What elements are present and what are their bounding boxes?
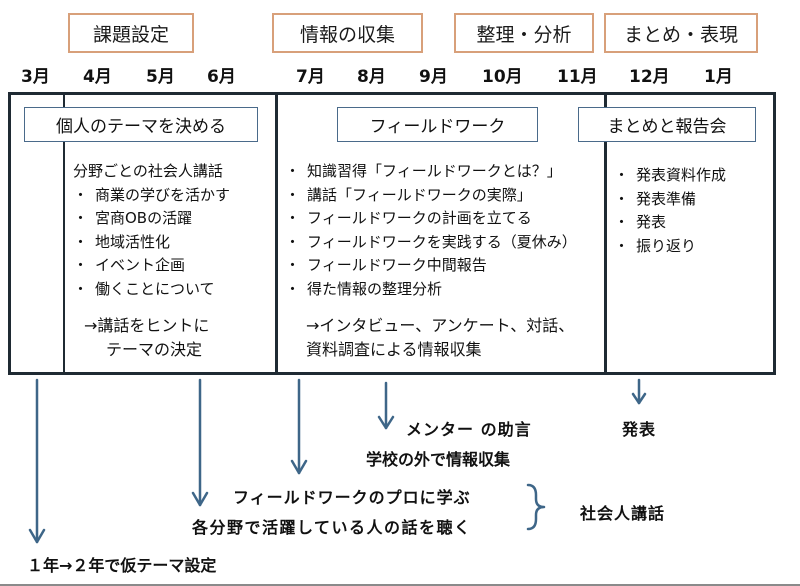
month-label: 1月 bbox=[704, 67, 733, 87]
arrow-down-icon bbox=[377, 381, 395, 430]
frame-top-right bbox=[605, 92, 775, 95]
arrow-down-icon bbox=[191, 378, 209, 507]
month-label: 11月 bbox=[557, 67, 598, 87]
fieldwork-note-line: 資料調査による情報収集 bbox=[306, 340, 482, 359]
list-item: ・講話「フィールドワークの実際」 bbox=[285, 185, 532, 204]
list-item: ・働くことについて bbox=[73, 279, 215, 298]
month-label: 8月 bbox=[357, 67, 386, 87]
month-label: 3月 bbox=[21, 67, 50, 87]
phase-label: 課題設定 bbox=[92, 23, 169, 46]
fieldwork-column-content: ・知識習得「フィールドワークとは？」 ・講話「フィールドワークの実際」 ・フィー… bbox=[285, 160, 577, 301]
mentor-advice-label: メンター の助言 bbox=[406, 420, 532, 439]
list-item: ・発表資料作成 bbox=[614, 166, 727, 184]
list-item: ・フィールドワークの計画を立てる bbox=[285, 209, 532, 227]
fieldwork-note: →インタビュー、アンケート、対話、 資料調査による情報収集 bbox=[306, 314, 574, 362]
provisional-theme-label: １年→２年で仮テーマ設定 bbox=[27, 556, 217, 575]
list-item: ・フィールドワーク中間報告 bbox=[285, 256, 487, 274]
list-item: ・商業の学びを活かす bbox=[73, 185, 231, 204]
frame-left bbox=[8, 92, 11, 375]
phase-label: まとめ・表現 bbox=[623, 23, 738, 46]
list-item: ・発表準備 bbox=[614, 189, 697, 208]
outside-school-label: 学校の外で情報収集 bbox=[366, 450, 511, 469]
month-label: 6月 bbox=[207, 67, 236, 87]
title-label: 個人のテーマを決める bbox=[56, 117, 226, 137]
list-item: ・振り返り bbox=[614, 236, 697, 255]
divider-june-july bbox=[275, 92, 278, 375]
frame-bottom bbox=[8, 372, 775, 375]
title-box-fieldwork: フィールドワーク bbox=[337, 107, 538, 142]
frame-right bbox=[773, 92, 776, 375]
title-label: フィールドワーク bbox=[369, 117, 506, 137]
phase-label: 情報の収集 bbox=[299, 23, 395, 46]
theme-note-line: →講話をヒントに bbox=[84, 316, 210, 335]
list-item: ・発表 bbox=[614, 213, 667, 231]
phase-box-organize-analyze: 整理・分析 bbox=[454, 13, 594, 53]
list-item: ・地域活性化 bbox=[73, 232, 171, 251]
presentation-label: 発表 bbox=[622, 420, 657, 439]
list-item: ・得た情報の整理分析 bbox=[285, 279, 443, 298]
list-item: ・フィールドワークを実践する（夏休み） bbox=[285, 232, 577, 251]
month-label: 10月 bbox=[482, 67, 523, 87]
month-label: 4月 bbox=[83, 67, 112, 87]
month-label: 12月 bbox=[629, 67, 670, 87]
theme-heading: 分野ごとの社会人講話 bbox=[73, 162, 223, 180]
arrow-down-icon bbox=[290, 378, 308, 475]
theme-note: →講話をヒントに テーマの決定 bbox=[84, 314, 209, 362]
curly-brace-icon bbox=[526, 483, 546, 531]
divider-march-april bbox=[63, 92, 65, 375]
learn-from-pros-label: フィールドワークのプロに学ぶ bbox=[233, 488, 471, 507]
phase-box-summary-expression: まとめ・表現 bbox=[604, 13, 758, 53]
bottom-divider bbox=[0, 584, 800, 586]
month-label: 7月 bbox=[296, 67, 325, 87]
phase-label: 整理・分析 bbox=[476, 23, 572, 46]
title-box-theme: 個人のテーマを決める bbox=[24, 107, 258, 142]
month-label: 9月 bbox=[419, 67, 448, 87]
list-item: ・宮商OBの活躍 bbox=[73, 209, 193, 227]
social-lecture-label: 社会人講話 bbox=[580, 504, 666, 523]
list-item: ・イベント企画 bbox=[73, 256, 186, 274]
divider-nov-dec bbox=[604, 92, 607, 375]
phase-box-issue-setting: 課題設定 bbox=[68, 13, 194, 53]
frame-top bbox=[8, 92, 605, 95]
theme-column-content: 分野ごとの社会人講話 ・商業の学びを活かす ・宮商OBの活躍 ・地域活性化 ・イ… bbox=[73, 160, 230, 301]
listen-experts-label: 各分野で活躍している人の話を聴く bbox=[192, 518, 472, 537]
report-column-content: ・発表資料作成 ・発表準備 ・発表 ・振り返り bbox=[614, 164, 726, 258]
month-label: 5月 bbox=[146, 67, 175, 87]
fieldwork-note-line: →インタビュー、アンケート、対話、 bbox=[306, 316, 575, 335]
theme-note-line: テーマの決定 bbox=[106, 340, 203, 359]
phase-box-info-collection: 情報の収集 bbox=[272, 13, 423, 53]
title-box-report: まとめと報告会 bbox=[578, 107, 756, 142]
arrow-down-icon bbox=[631, 378, 647, 405]
list-item: ・知識習得「フィールドワークとは？」 bbox=[285, 162, 562, 180]
arrow-down-icon bbox=[28, 378, 46, 544]
title-label: まとめと報告会 bbox=[607, 117, 727, 137]
